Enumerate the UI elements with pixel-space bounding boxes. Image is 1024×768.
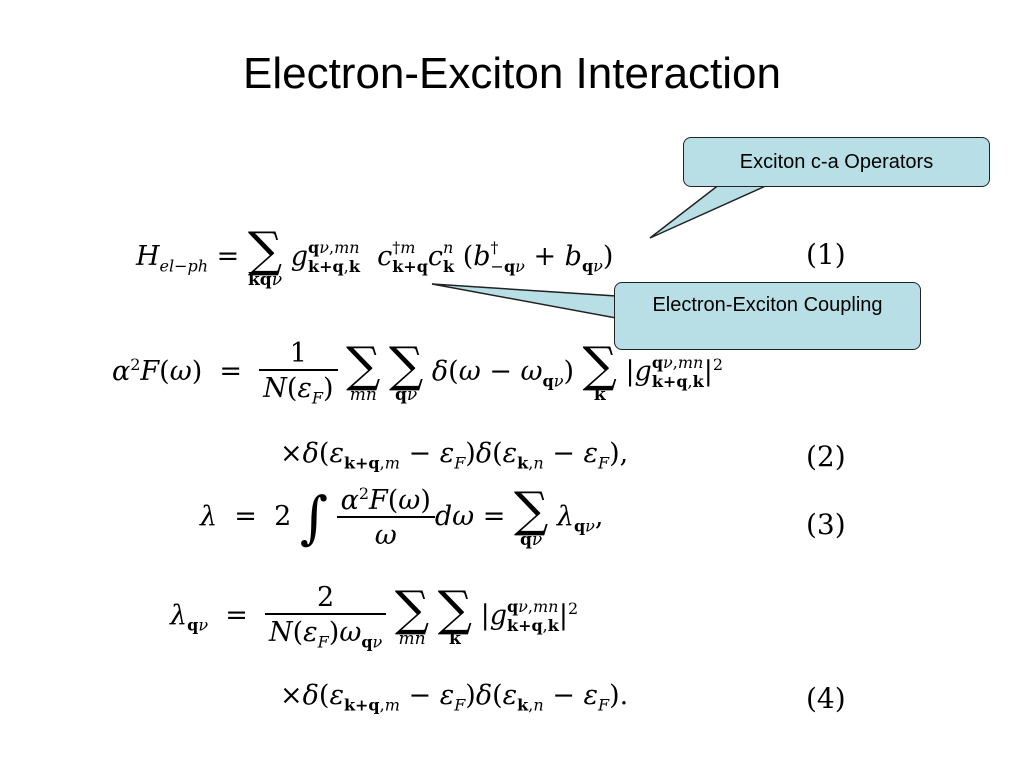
operators-callout-tail <box>649 183 771 239</box>
equation-2-number: (2) <box>806 440 846 473</box>
operators-callout: Exciton c-a Operators <box>683 137 990 187</box>
coupling-callout-text: Electron-Exciton Coupling <box>652 294 883 316</box>
equation-4-number: (4) <box>806 682 846 715</box>
coupling-callout: Electron-Exciton Coupling <box>614 282 921 350</box>
slide-title: Electron-Exciton Interaction <box>242 49 782 98</box>
coupling-callout-tail <box>431 283 617 319</box>
equation-1-number: (1) <box>806 238 846 271</box>
operators-callout-text: Exciton c-a Operators <box>739 151 934 173</box>
equation-2-line-2: ×δ(εk+q,m − εF)δ(εk,n − εF), <box>280 438 629 473</box>
equation-3-number: (3) <box>806 508 846 541</box>
equation-4-line-2: ×δ(εk+q,m − εF)δ(εk,n − εF). <box>280 680 629 715</box>
